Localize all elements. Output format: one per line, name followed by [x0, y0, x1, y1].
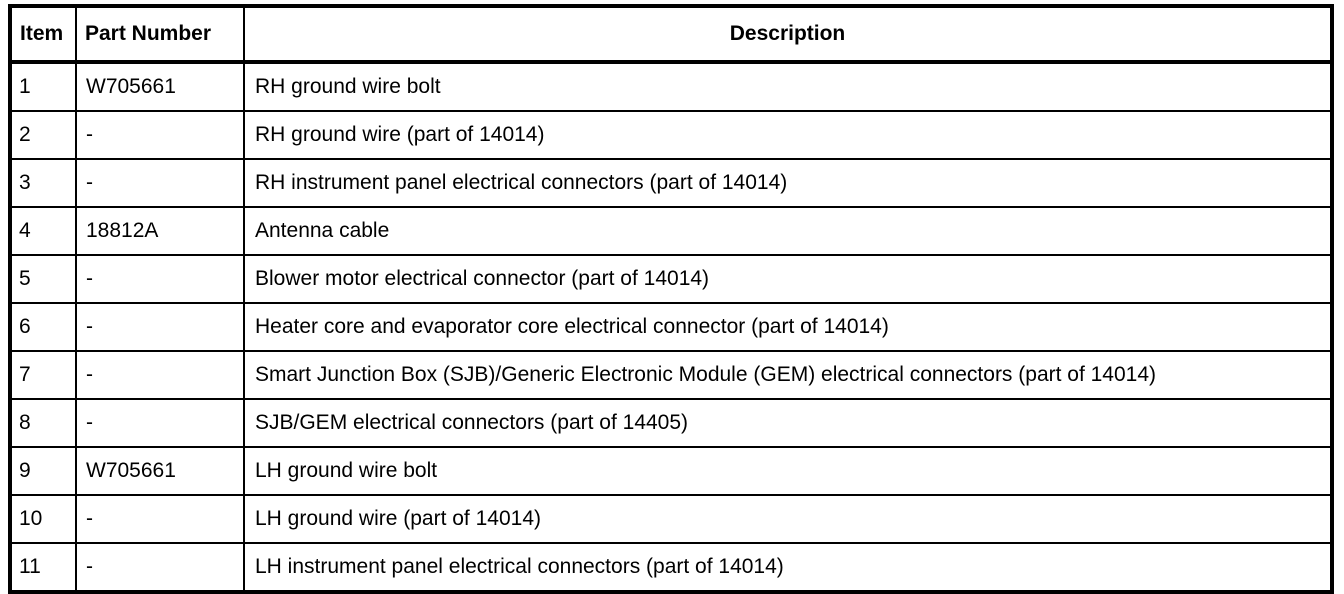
cell-description: RH ground wire (part of 14014) [244, 111, 1332, 160]
cell-description: LH instrument panel electrical connector… [255, 554, 784, 578]
cell-description: LH ground wire bolt [244, 447, 1332, 496]
cell-item: 2 [10, 111, 77, 160]
table-header-row: Item Part Number Description [10, 6, 1332, 64]
cell-description: RH ground wire bolt [244, 62, 1332, 112]
table-header: Item Part Number Description [10, 6, 1332, 64]
cell-part-number: - [76, 495, 245, 544]
cell-description: Blower motor electrical connector (part … [244, 255, 1332, 304]
cell-part-number: - [76, 303, 245, 352]
cell-item: 9 [10, 447, 77, 496]
cell-item: 11 [10, 543, 77, 592]
cell-description: RH instrument panel electrical connector… [244, 159, 1332, 208]
cell-part-number: - [76, 399, 245, 448]
cell-item: 1 [10, 62, 77, 112]
cell-part-number: 18812A [76, 207, 245, 256]
table-row: 8 - SJB/GEM electrical connectors (part … [10, 399, 1332, 448]
cell-part-number: - [76, 159, 245, 208]
cell-part-number: - [76, 255, 245, 304]
cell-description: Antenna cable [244, 207, 1332, 256]
cell-description: Heater core and evaporator core electric… [244, 303, 1332, 352]
cell-part-number: W705661 [76, 447, 245, 496]
cell-item: 7 [10, 351, 77, 400]
parts-legend-table: Item Part Number Description 1 W705661 R… [8, 4, 1334, 594]
table-row: 1 W705661 RH ground wire bolt [10, 62, 1332, 112]
table-row: 7 - Smart Junction Box (SJB)/Generic Ele… [10, 351, 1332, 400]
cell-item: 6 [10, 303, 77, 352]
table-row: 10 - LH ground wire (part of 14014) [10, 495, 1332, 544]
table-row: 4 18812A Antenna cable [10, 207, 1332, 256]
cell-description: SJB/GEM electrical connectors (part of 1… [244, 399, 1332, 448]
cell-description: LH ground wire (part of 14014) [244, 495, 1332, 544]
table-row: 6 - Heater core and evaporator core elec… [10, 303, 1332, 352]
cell-item: 4 [10, 207, 77, 256]
table-row: 5 - Blower motor electrical connector (p… [10, 255, 1332, 304]
cell-item: 10 [10, 495, 77, 544]
table-row: 9 W705661 LH ground wire bolt [10, 447, 1332, 496]
cell-part-number: W705661 [76, 62, 245, 112]
cell-item: 8 [10, 399, 77, 448]
cell-description: Smart Junction Box (SJB)/Generic Electro… [244, 351, 1332, 400]
cell-item: 5 [10, 255, 77, 304]
column-header-description: Description [244, 6, 1332, 64]
column-header-item: Item [10, 6, 77, 64]
cell-item: 3 [10, 159, 77, 208]
column-header-part-number: Part Number [76, 6, 245, 64]
cell-part-number: - [76, 351, 245, 400]
cell-part-number: - [76, 543, 245, 592]
cell-part-number: - [76, 111, 245, 160]
table-row: 3 - RH instrument panel electrical conne… [10, 159, 1332, 208]
table-body: 1 W705661 RH ground wire bolt 2 - RH gro… [10, 62, 1332, 592]
table-row: 2 - RH ground wire (part of 14014) [10, 111, 1332, 160]
table-row: 11 - LH instrument panel electrical conn… [10, 543, 1332, 592]
